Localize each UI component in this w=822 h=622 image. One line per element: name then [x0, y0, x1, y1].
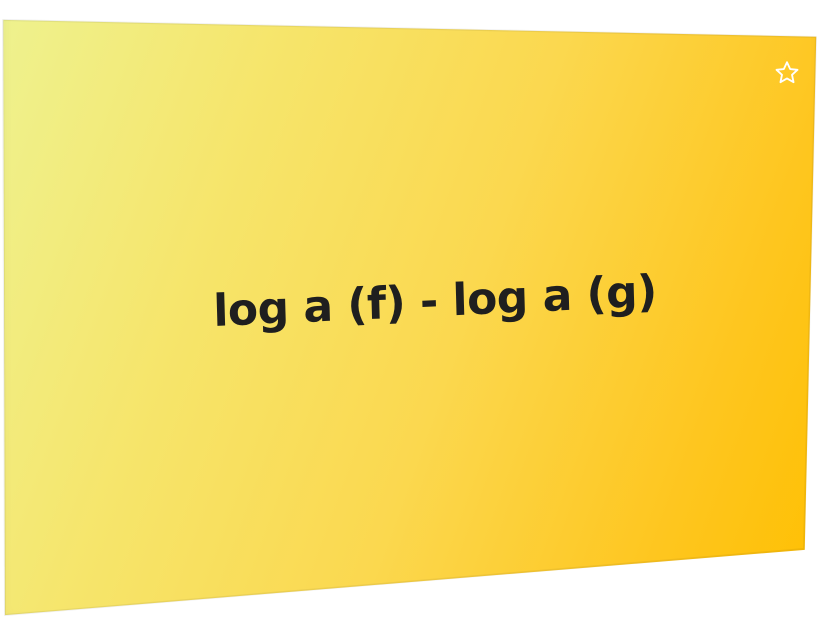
star-outline-icon	[775, 61, 799, 84]
favorite-button[interactable]	[772, 58, 802, 88]
